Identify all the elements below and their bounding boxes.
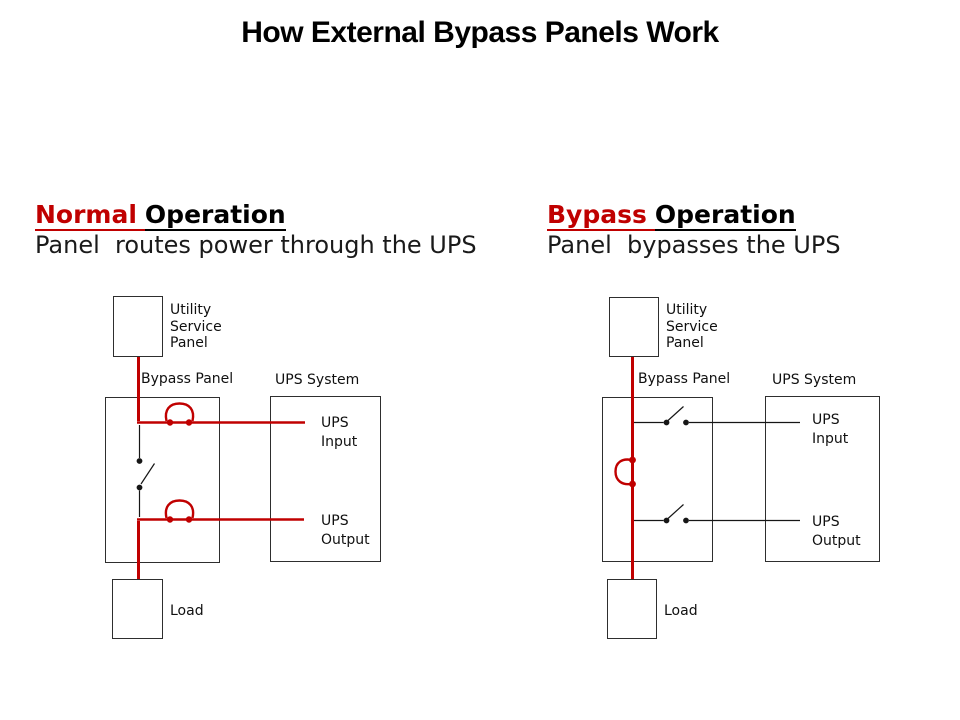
ups-system-label: UPS System [275, 372, 360, 388]
ups-output-label: UPS Output [321, 513, 370, 548]
load-label: Load [664, 603, 698, 619]
heading-highlight: Bypass [547, 200, 655, 231]
page-title: How External Bypass Panels Work [241, 16, 719, 49]
bypass-panel-box [602, 397, 713, 562]
utility-service-panel-label: Utility Service Panel [170, 302, 222, 351]
bypass-panel-label: Bypass Panel [638, 371, 731, 387]
ups-system-box [765, 396, 880, 562]
load-box [607, 579, 657, 639]
normal-operation-subtitle: Panel routes power through the UPS [35, 231, 477, 259]
utility-service-panel-box [609, 297, 659, 357]
load-label: Load [170, 603, 204, 619]
heading-rest: Operation [144, 200, 286, 231]
ups-system-label: UPS System [772, 372, 857, 388]
load-box [112, 579, 163, 639]
ups-output-label: UPS Output [812, 514, 861, 549]
bypass-panel-box [105, 397, 220, 563]
ups-input-label: UPS Input [321, 415, 358, 450]
ups-input-label: UPS Input [812, 412, 849, 447]
heading-highlight: Normal [35, 200, 145, 231]
utility-service-panel-box [113, 296, 163, 357]
utility-service-panel-label: Utility Service Panel [666, 302, 718, 351]
heading-rest: Operation [654, 200, 796, 231]
bypass-panel-label: Bypass Panel [141, 371, 234, 387]
bypass-operation-subtitle: Panel bypasses the UPS [547, 231, 841, 259]
